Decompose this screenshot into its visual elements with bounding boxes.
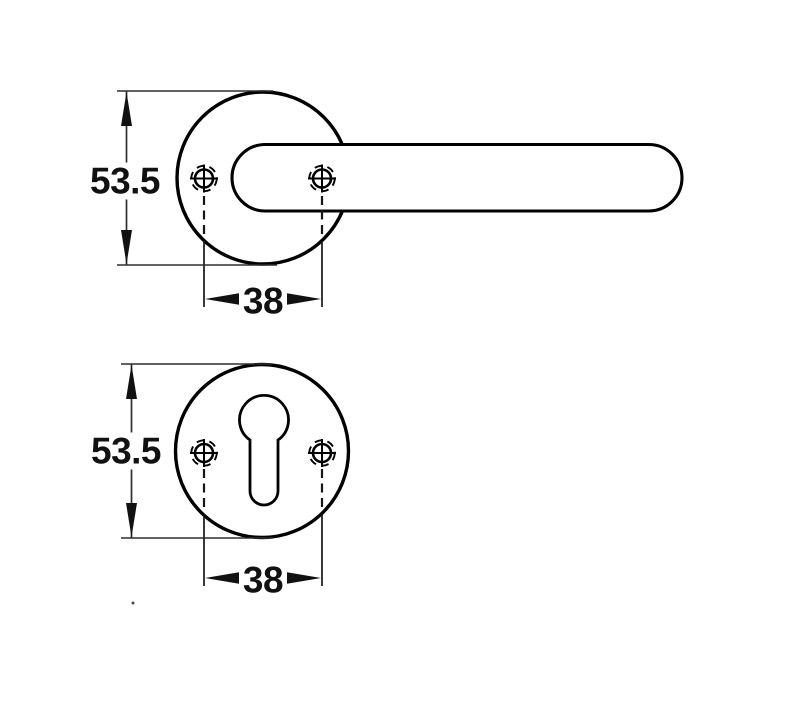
center-lines xyxy=(202,469,324,586)
bottom-hole-spacing-label: 38 xyxy=(239,561,287,599)
screw-hole-crosshair-left-icon xyxy=(190,164,218,193)
arrowhead-up-icon xyxy=(126,365,137,399)
arrowhead-left-icon xyxy=(205,293,239,305)
arrowhead-up-icon xyxy=(121,92,132,126)
lever-handle-figure xyxy=(117,90,684,307)
escutcheon-figure xyxy=(121,362,351,586)
center-lines xyxy=(202,196,324,307)
top-diameter-label: 53.5 xyxy=(86,162,164,200)
screw-hole-crosshair-left-icon xyxy=(190,439,218,467)
bottom-diameter-label: 53.5 xyxy=(87,432,165,470)
arrowhead-down-icon xyxy=(121,230,132,264)
arrowhead-down-icon xyxy=(126,503,137,537)
top-hole-spacing-label: 38 xyxy=(239,282,287,320)
arrowhead-right-icon xyxy=(287,572,321,584)
arrowhead-right-icon xyxy=(287,293,321,305)
arrowhead-left-icon xyxy=(205,572,239,584)
hole-spacing-dimension xyxy=(205,572,321,584)
stray-dot xyxy=(131,601,135,605)
screw-hole-crosshair-right-icon xyxy=(308,439,336,467)
screw-hole-crosshair-right-icon xyxy=(308,164,336,193)
euro-profile-keyhole-icon xyxy=(238,394,290,507)
hole-spacing-dimension xyxy=(205,293,321,305)
lever-handle xyxy=(230,142,684,213)
